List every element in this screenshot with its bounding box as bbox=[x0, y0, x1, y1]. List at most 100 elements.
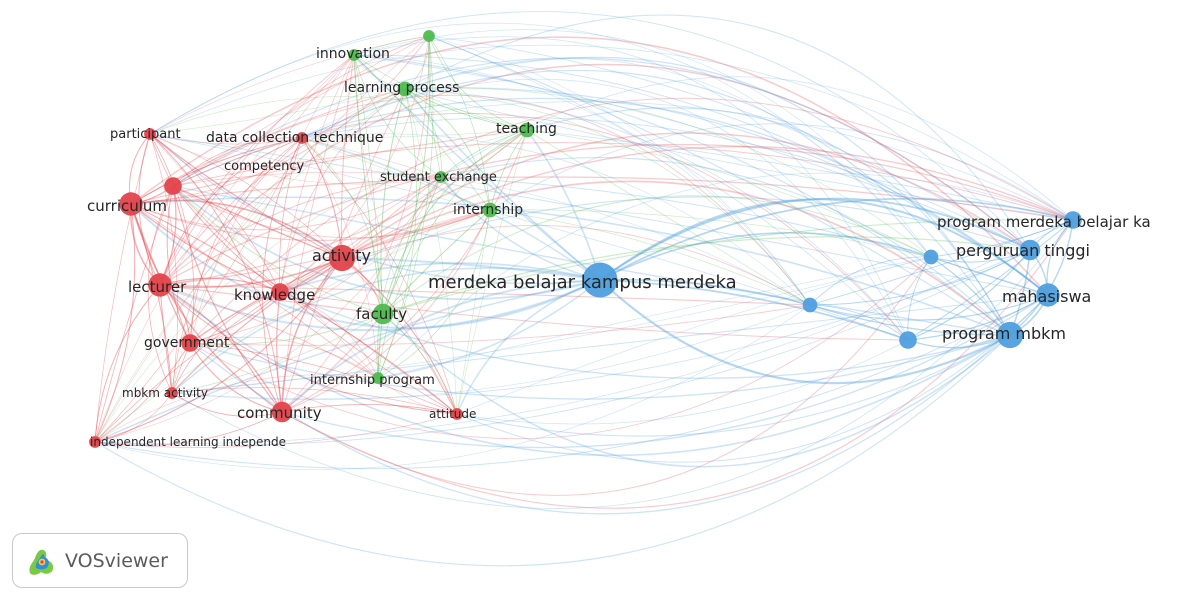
node-attitude[interactable] bbox=[451, 408, 463, 420]
node-lecturer[interactable] bbox=[148, 273, 172, 297]
edge-perguruan-b1 bbox=[809, 249, 1031, 306]
node-teaching[interactable] bbox=[519, 122, 535, 138]
label-innovation[interactable]: innovation bbox=[316, 46, 390, 62]
node-studentexchange[interactable] bbox=[435, 171, 447, 183]
label-faculty[interactable]: faculty bbox=[356, 305, 407, 323]
edge-studentexchange-b1 bbox=[440, 176, 811, 306]
label-attitude[interactable]: attitude bbox=[429, 407, 476, 421]
label-datacollection[interactable]: data collection technique bbox=[206, 130, 383, 146]
label-programmbkm[interactable]: program mbkm bbox=[942, 324, 1066, 343]
edge-competency-internship bbox=[172, 185, 491, 239]
edge-curriculum-teaching bbox=[130, 129, 528, 205]
label-independent[interactable]: independent learning independe bbox=[90, 435, 286, 449]
node-faculty[interactable] bbox=[372, 303, 394, 325]
node-curriculum[interactable] bbox=[119, 192, 143, 216]
node-topnode[interactable] bbox=[423, 30, 435, 42]
edge-lecturer-independent bbox=[94, 284, 161, 443]
node-merdeka[interactable] bbox=[582, 262, 618, 298]
label-mbkmactivity[interactable]: mbkm activity bbox=[122, 386, 208, 400]
node-community[interactable] bbox=[271, 401, 293, 423]
node-b3[interactable] bbox=[923, 249, 939, 265]
edge-government-studentexchange bbox=[189, 176, 442, 344]
node-perguruan[interactable] bbox=[1019, 239, 1041, 261]
edge-learningprocess-programmbkm bbox=[404, 56, 1011, 336]
edge-innovation-topnode bbox=[353, 35, 430, 56]
label-teaching[interactable]: teaching bbox=[496, 121, 557, 137]
node-independent[interactable] bbox=[89, 436, 101, 448]
vosviewer-badge[interactable]: VOSviewer bbox=[12, 533, 188, 588]
vosviewer-logo-icon bbox=[29, 549, 54, 575]
edge-knowledge-programmbkm bbox=[279, 291, 1011, 379]
edge-independent-attitude bbox=[94, 413, 458, 448]
edge-government-b3 bbox=[189, 256, 932, 440]
node-mahasiswa[interactable] bbox=[1036, 283, 1060, 307]
label-activity[interactable]: activity bbox=[312, 246, 371, 265]
label-programmerdeka[interactable]: program merdeka belajar ka bbox=[937, 213, 1151, 231]
edge-curriculum-attitude bbox=[130, 203, 458, 415]
edge-teaching-programmerdeka bbox=[526, 129, 1074, 221]
label-mahasiswa[interactable]: mahasiswa bbox=[1002, 287, 1091, 306]
node-internship[interactable] bbox=[482, 202, 498, 218]
node-mbkmactivity[interactable] bbox=[166, 387, 178, 399]
edge-learningprocess-studentexchange bbox=[404, 88, 442, 178]
node-programmbkm[interactable] bbox=[996, 321, 1024, 349]
edge-activity-innovation bbox=[340, 54, 355, 259]
edge-community-knowledge bbox=[276, 291, 283, 413]
edge-teaching-programmbkm bbox=[526, 107, 1011, 336]
label-perguruan[interactable]: perguruan tinggi bbox=[956, 241, 1090, 260]
edge-faculty-topnode bbox=[382, 35, 431, 315]
label-community[interactable]: community bbox=[237, 404, 322, 422]
edge-innovation-mahasiswa bbox=[353, 54, 1049, 296]
label-studentexchange[interactable]: student exchange bbox=[380, 170, 497, 185]
edge-knowledge-b2 bbox=[279, 291, 909, 341]
label-competency[interactable]: competency bbox=[224, 159, 304, 174]
label-knowledge[interactable]: knowledge bbox=[234, 286, 315, 304]
node-innovation[interactable] bbox=[348, 49, 360, 61]
edge-merdeka-knowledge bbox=[279, 262, 601, 293]
node-b1[interactable] bbox=[802, 297, 818, 313]
label-internship[interactable]: internship bbox=[453, 202, 523, 218]
edge-teaching-internshipprogram bbox=[377, 129, 528, 379]
label-participant[interactable]: participant bbox=[110, 127, 181, 142]
edge-innovation-studentexchange bbox=[353, 54, 442, 178]
edge-programmerdeka-b2 bbox=[907, 219, 1074, 341]
node-knowledge[interactable] bbox=[271, 283, 289, 301]
node-internshipprogram[interactable] bbox=[372, 372, 384, 384]
edge-mbkmactivity-b1 bbox=[171, 304, 811, 401]
label-merdeka[interactable]: merdeka belajar kampus merdeka bbox=[428, 272, 737, 293]
node-b2[interactable] bbox=[899, 331, 917, 349]
edge-lecturer-knowledge bbox=[159, 277, 281, 293]
edge-mbkmactivity-programmerdeka bbox=[171, 219, 1074, 509]
label-lecturer[interactable]: lecturer bbox=[128, 278, 187, 296]
label-curriculum[interactable]: curriculum bbox=[87, 197, 167, 215]
edge-lecturer-community bbox=[159, 284, 283, 413]
node-learningprocess[interactable] bbox=[397, 81, 413, 97]
node-participant[interactable] bbox=[144, 128, 156, 140]
edge-attitude-b2 bbox=[456, 339, 909, 425]
node-competency[interactable] bbox=[164, 177, 182, 195]
edge-independent-innovation bbox=[94, 54, 355, 443]
label-learningprocess[interactable]: learning process bbox=[344, 80, 459, 96]
edge-curriculum-internshipprogram bbox=[130, 203, 379, 379]
edge-competency-b1 bbox=[172, 94, 811, 306]
edge-curriculum-mahasiswa bbox=[130, 36, 1049, 296]
edge-knowledge-learningprocess bbox=[279, 88, 406, 293]
edge-b2-b3 bbox=[907, 256, 932, 341]
edge-topnode-programmbkm bbox=[428, 35, 1011, 336]
edge-attitude-learningprocess bbox=[404, 88, 458, 415]
node-activity[interactable] bbox=[328, 244, 356, 272]
edge-competency-knowledge bbox=[172, 185, 281, 293]
edge-knowledge-topnode bbox=[279, 35, 430, 293]
edge-merdeka-mbkmactivity bbox=[171, 267, 601, 394]
node-government[interactable] bbox=[181, 334, 199, 352]
label-internshipprogram[interactable]: internship program bbox=[310, 373, 435, 388]
label-government[interactable]: government bbox=[144, 335, 230, 351]
node-programmerdeka[interactable] bbox=[1064, 211, 1082, 229]
node-datacollection[interactable] bbox=[296, 132, 308, 144]
edge-faculty-learningprocess bbox=[380, 88, 406, 315]
edge-independent-programmerdeka bbox=[94, 219, 1074, 444]
edge-participant-mbkmactivity bbox=[149, 133, 178, 394]
edge-activity-programmbkm bbox=[341, 180, 1011, 336]
